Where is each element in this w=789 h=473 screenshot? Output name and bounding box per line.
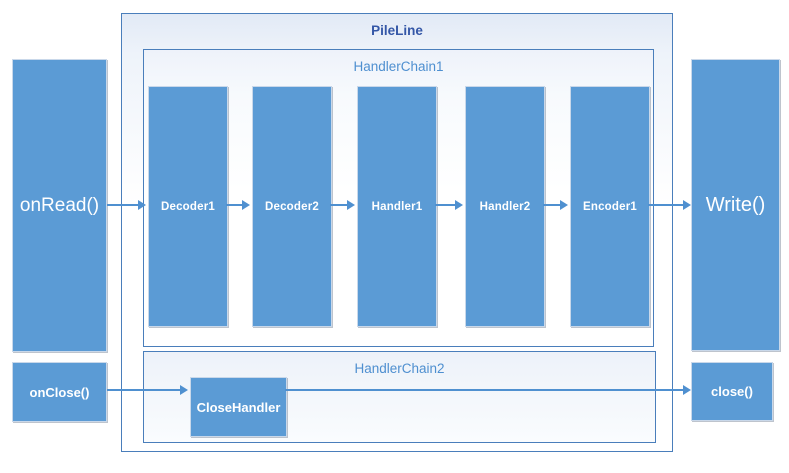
pipeline-title: PileLine [371, 23, 423, 38]
arrowhead-icon [347, 200, 355, 210]
arrow-line [107, 389, 183, 391]
handler1-label: Handler1 [371, 200, 423, 213]
decoder2-label: Decoder2 [264, 200, 319, 213]
encoder1-label: Encoder1 [582, 200, 637, 213]
encoder1-node: Encoder1 [570, 86, 650, 327]
closehandler-label: CloseHandler [196, 399, 281, 415]
onread-node: onRead() [12, 59, 107, 352]
onclose-label: onClose() [29, 384, 90, 400]
onclose-node: onClose() [12, 362, 107, 422]
arrow-line [330, 204, 350, 206]
arrowhead-icon [683, 385, 691, 395]
arrow-encoder1-to-write [648, 200, 691, 210]
arrow-decoder2-to-handler1 [330, 200, 355, 210]
arrow-handler1-to-handler2 [435, 200, 463, 210]
decoder1-label: Decoder1 [160, 200, 215, 213]
arrowhead-icon [560, 200, 568, 210]
write-node: Write() [691, 59, 780, 351]
close-node: close() [691, 362, 773, 421]
pipeline-frame: PileLine HandlerChain1 Decoder1 Decoder2… [121, 13, 673, 452]
decoder2-node: Decoder2 [252, 86, 332, 327]
onread-label: onRead() [19, 194, 100, 216]
arrow-onread-to-decoder1 [107, 200, 146, 210]
arrowhead-icon [180, 385, 188, 395]
arrow-handler2-to-encoder1 [543, 200, 568, 210]
decoder1-node: Decoder1 [148, 86, 228, 327]
handler1-node: Handler1 [357, 86, 437, 327]
handler-chain1-title: HandlerChain1 [353, 59, 444, 74]
handler2-label: Handler2 [479, 200, 531, 213]
arrow-line [285, 389, 686, 391]
arrow-line [226, 204, 245, 206]
arrow-decoder1-to-decoder2 [226, 200, 250, 210]
handler-chain2-frame: HandlerChain2 CloseHandler [143, 351, 656, 443]
arrow-line [648, 204, 686, 206]
arrow-closehandler-to-close [285, 385, 691, 395]
close-label: close() [711, 384, 753, 399]
arrowhead-icon [455, 200, 463, 210]
arrowhead-icon [242, 200, 250, 210]
handler-chain2-title: HandlerChain2 [354, 361, 445, 376]
arrowhead-icon [683, 200, 691, 210]
arrowhead-icon [138, 200, 146, 210]
arrow-onclose-to-closehandler [107, 385, 188, 395]
arrow-line [435, 204, 458, 206]
closehandler-node: CloseHandler [190, 377, 287, 437]
arrow-line [543, 204, 563, 206]
handler2-node: Handler2 [465, 86, 545, 327]
arrow-line [107, 204, 141, 206]
write-label: Write() [705, 193, 766, 216]
handler-chain1-frame: HandlerChain1 Decoder1 Decoder2 Handler1… [143, 49, 654, 347]
